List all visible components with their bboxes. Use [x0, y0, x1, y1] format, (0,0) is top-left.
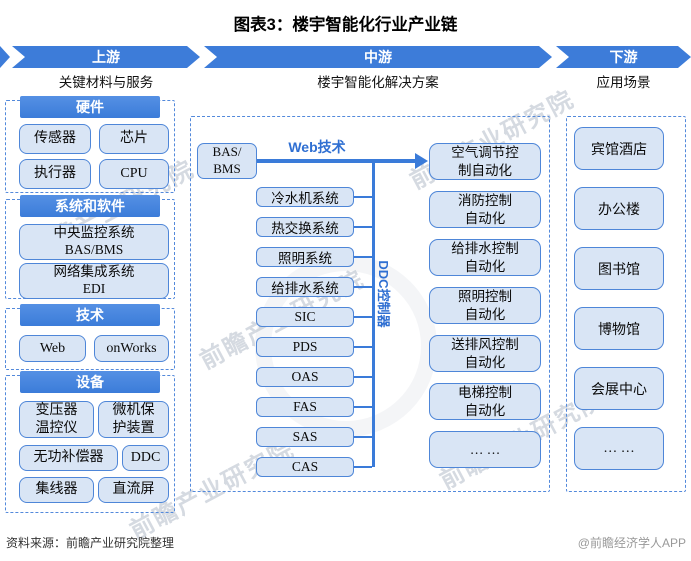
- bas-bms-node: BAS/ BMS: [197, 143, 257, 179]
- control-node-ellipsis: … …: [429, 431, 541, 468]
- hardware-item: 芯片: [99, 124, 169, 154]
- equipment-item: 微机保 护装置: [98, 401, 169, 438]
- connector-stub: [354, 466, 372, 468]
- banner-upstream-label: 上游: [92, 49, 120, 65]
- technology-item: Web: [19, 335, 86, 362]
- equipment-item: 直流屏: [98, 477, 169, 503]
- banner-midstream: 中游: [204, 46, 552, 68]
- scene-node: 博物馆: [574, 307, 664, 350]
- section-technology: 技术 Web onWorks: [5, 304, 175, 370]
- scene-node: 会展中心: [574, 367, 664, 410]
- hardware-item: CPU: [99, 159, 169, 189]
- connector-stub: [354, 436, 372, 438]
- hardware-item: 传感器: [19, 124, 91, 154]
- system-node: FAS: [256, 397, 354, 417]
- banner-upstream: 上游: [12, 46, 200, 68]
- banner-midstream-label: 中游: [364, 49, 392, 65]
- control-node: 消防控制 自动化: [429, 191, 541, 228]
- control-node: 给排水控制 自动化: [429, 239, 541, 276]
- system-node: CAS: [256, 457, 354, 477]
- section-equipment: 设备 变压器 温控仪 微机保 护装置 无功补偿器 DDC 集线器 直流屏: [5, 371, 175, 513]
- equipment-item: DDC: [122, 445, 169, 471]
- banner-downstream: 下游: [556, 46, 691, 68]
- system-node: 照明系统: [256, 247, 354, 267]
- flow-arrow-head: [415, 153, 428, 169]
- banner-tail-tip: [0, 46, 10, 68]
- upstream-subtitle: 关键材料与服务: [58, 75, 154, 90]
- ddc-bus-line: [372, 161, 375, 467]
- connector-stub: [354, 406, 372, 408]
- midstream-panel: BAS/ BMS Web技术 DDC控制器 冷水机系统 热交换系统 照明系统 给…: [190, 116, 550, 492]
- web-tech-label: Web技术: [288, 139, 346, 155]
- scene-node-ellipsis: … …: [574, 427, 664, 470]
- connector-stub: [354, 196, 372, 198]
- section-header-equipment: 设备: [20, 371, 160, 393]
- page-title: 图表3：楼宇智能化行业产业链: [233, 16, 458, 34]
- section-header-hardware: 硬件: [20, 96, 160, 118]
- scene-node: 宾馆酒店: [574, 127, 664, 170]
- system-node: 热交换系统: [256, 217, 354, 237]
- control-node: 电梯控制 自动化: [429, 383, 541, 420]
- system-node: SAS: [256, 427, 354, 447]
- control-node: 照明控制 自动化: [429, 287, 541, 324]
- scene-node: 办公楼: [574, 187, 664, 230]
- section-header-technology: 技术: [20, 304, 160, 326]
- equipment-item: 集线器: [19, 477, 94, 503]
- control-node: 空气调节控 制自动化: [429, 143, 541, 180]
- connector-stub: [354, 286, 372, 288]
- source-note: 资料来源：前瞻产业研究院整理: [6, 536, 175, 550]
- credit-note: @前瞻经济学人APP: [577, 536, 686, 550]
- equipment-item: 无功补偿器: [19, 445, 118, 471]
- midstream-subtitle: 楼宇智能化解决方案: [317, 75, 439, 90]
- technology-item: onWorks: [94, 335, 169, 362]
- connector-stub: [354, 316, 372, 318]
- downstream-panel: 宾馆酒店 办公楼 图书馆 博物馆 会展中心 … …: [566, 116, 686, 492]
- system-node: 给排水系统: [256, 277, 354, 297]
- system-node: OAS: [256, 367, 354, 387]
- section-systems-software: 系统和软件 中央监控系统 BAS/BMS 网络集成系统 EDI: [5, 195, 175, 299]
- system-node: 冷水机系统: [256, 187, 354, 207]
- control-node: 送排风控制 自动化: [429, 335, 541, 372]
- downstream-subtitle: 应用场景: [596, 75, 651, 90]
- banner-downstream-label: 下游: [609, 49, 638, 65]
- system-node: SIC: [256, 307, 354, 327]
- equipment-item: 变压器 温控仪: [19, 401, 94, 438]
- hardware-item: 执行器: [19, 159, 91, 189]
- scene-node: 图书馆: [574, 247, 664, 290]
- system-software-item: 网络集成系统 EDI: [19, 263, 169, 299]
- section-hardware: 硬件 传感器 芯片 执行器 CPU: [5, 96, 175, 193]
- connector-stub: [354, 256, 372, 258]
- flow-arrow-line: [257, 159, 415, 163]
- system-software-item: 中央监控系统 BAS/BMS: [19, 224, 169, 260]
- connector-stub: [354, 376, 372, 378]
- ddc-controller-label: DDC控制器: [376, 260, 391, 328]
- connector-stub: [354, 346, 372, 348]
- section-header-systems-software: 系统和软件: [20, 195, 160, 217]
- system-node: PDS: [256, 337, 354, 357]
- connector-stub: [354, 226, 372, 228]
